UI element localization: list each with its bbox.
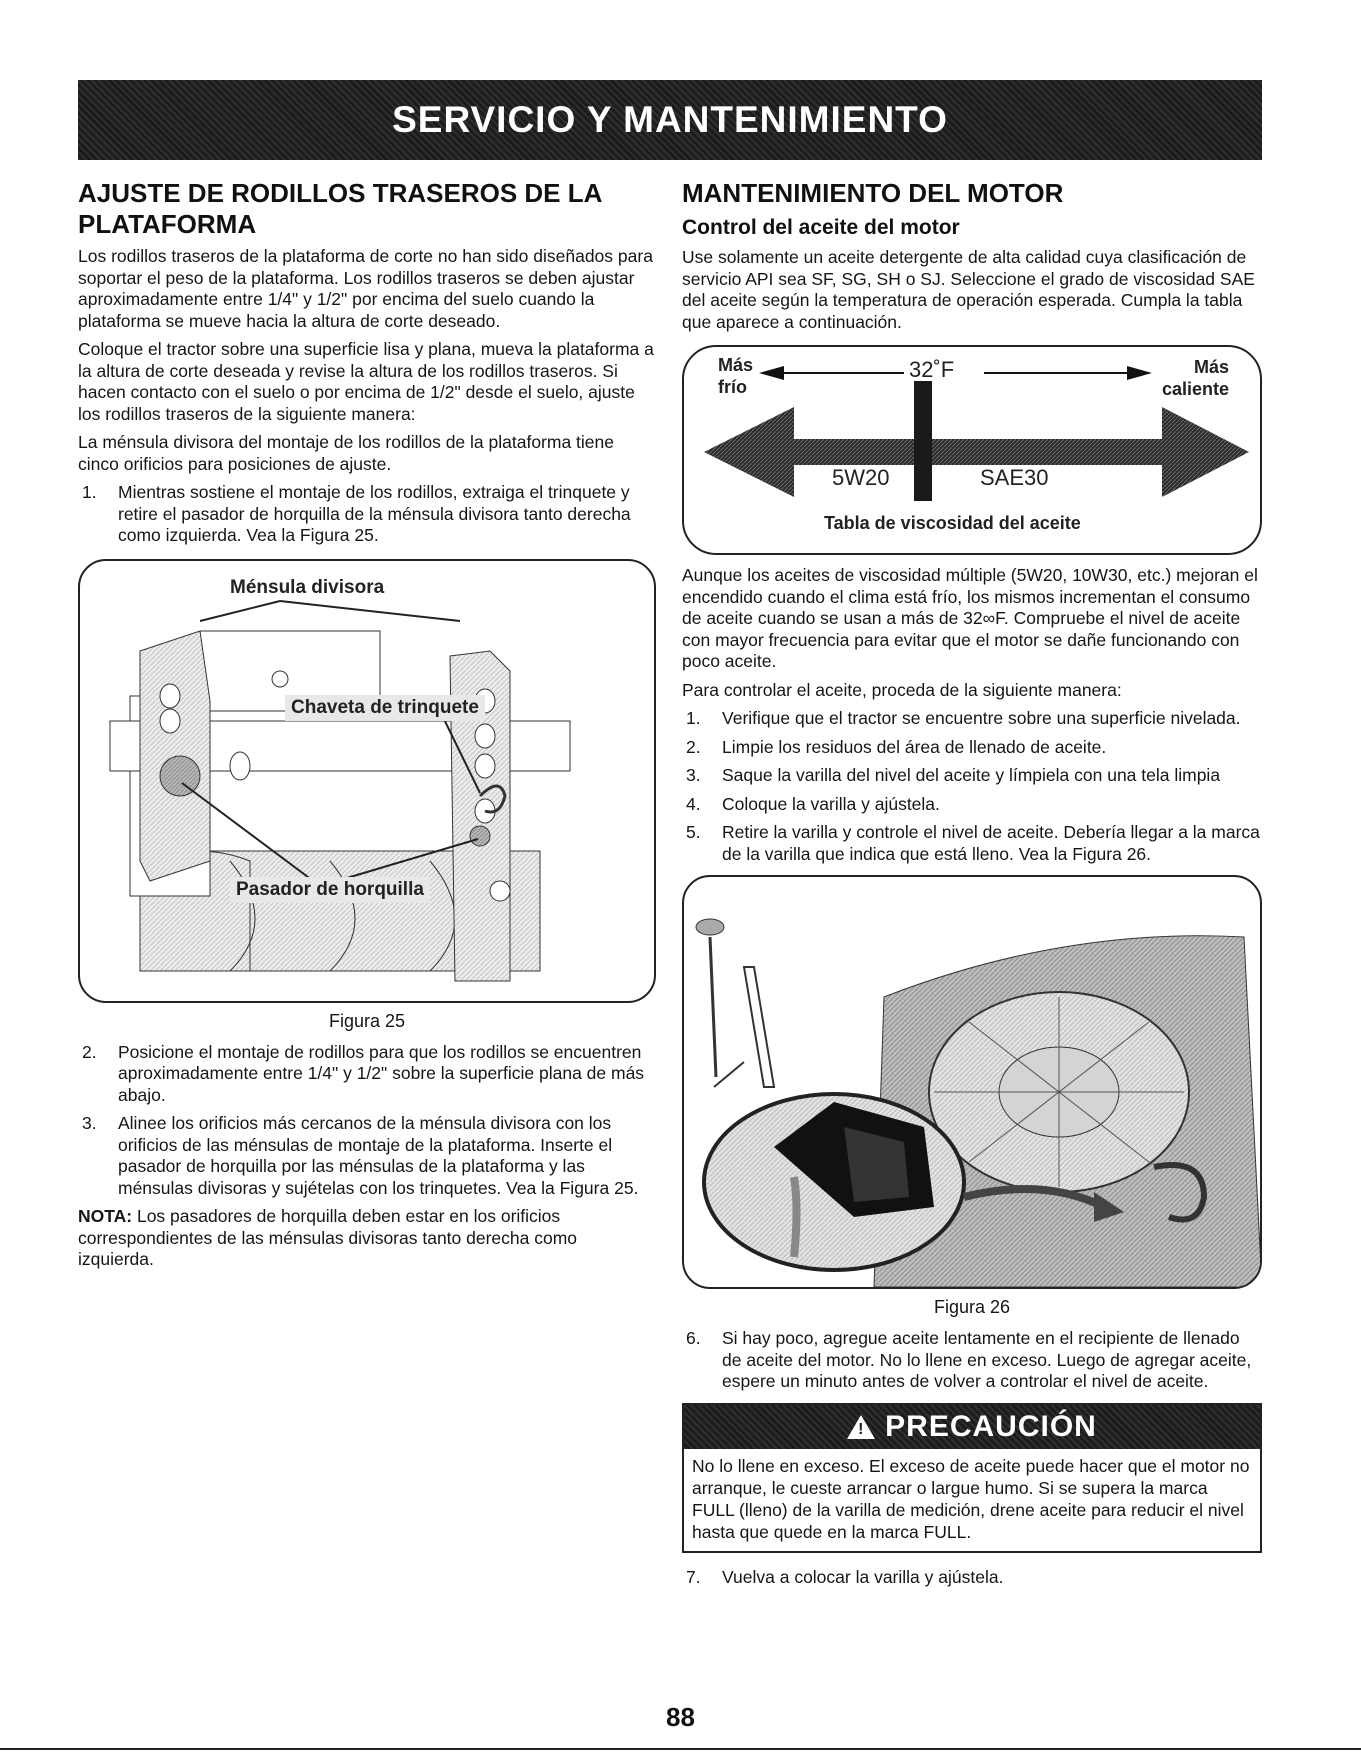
grade-low-label: 5W20 bbox=[832, 465, 890, 490]
figure-25: Ménsula divisora Chaveta de trinquete Pa… bbox=[78, 558, 656, 1003]
figure-26 bbox=[682, 875, 1262, 1289]
caution-header: PRECAUCIÓN bbox=[684, 1404, 1260, 1449]
left-steps-b: 2.Posicione el montaje de rodillos para … bbox=[78, 1042, 656, 1200]
step-item: 1.Verifique que el tractor se encuentre … bbox=[686, 708, 1241, 728]
left-paragraph: Coloque el tractor sobre una superficie … bbox=[78, 339, 654, 424]
step-item: 7.Vuelva a colocar la varilla y ajústela… bbox=[686, 1566, 1004, 1587]
step-item: 3.Saque la varilla del nivel del aceite … bbox=[686, 765, 1221, 785]
step-item: 3.Alinee los orificios más cercanos de l… bbox=[82, 1113, 639, 1198]
banner-title: SERVICIO Y MANTENIMIENTO bbox=[392, 99, 948, 140]
left-heading: AJUSTE DE RODILLOS TRASEROS DE LA PLATAF… bbox=[78, 178, 602, 239]
left-paragraph: Los rodillos traseros de la plataforma d… bbox=[78, 246, 653, 331]
caution-text: No lo llene en exceso. El exceso de acei… bbox=[692, 1455, 1250, 1542]
right-column: MANTENIMIENTO DEL MOTOR Control del acei… bbox=[682, 178, 1262, 1595]
caution-box: PRECAUCIÓN No lo llene en exceso. El exc… bbox=[682, 1402, 1262, 1553]
right-paragraph: Para controlar el aceite, proceda de la … bbox=[682, 679, 1122, 700]
section-banner: SERVICIO Y MANTENIMIENTO bbox=[78, 80, 1262, 160]
label-cotter: Chaveta de trinquete bbox=[285, 694, 485, 721]
note-label: NOTA: bbox=[78, 1206, 133, 1226]
page-number: 88 bbox=[666, 1702, 695, 1732]
right-subheading: Control del aceite del motor bbox=[682, 216, 960, 239]
cold-label-1: Más bbox=[718, 355, 754, 375]
hot-label-1: Más bbox=[1194, 357, 1230, 377]
viscosity-chart: Más frío 32˚F Más caliente 5W20 SAE30 Ta… bbox=[682, 345, 1262, 555]
hot-label-2: caliente bbox=[1162, 379, 1230, 399]
step-item: 6.Si hay poco, agregue aceite lentamente… bbox=[686, 1328, 1252, 1391]
label-bracket: Ménsula divisora bbox=[230, 576, 385, 598]
right-intro: Use solamente un aceite detergente de al… bbox=[682, 247, 1255, 332]
note-text: Los pasadores de horquilla deben estar e… bbox=[78, 1206, 578, 1269]
right-steps-a: 1.Verifique que el tractor se encuentre … bbox=[682, 708, 1262, 865]
figure-25-caption: Figura 25 bbox=[328, 1010, 406, 1031]
right-paragraph: Aunque los aceites de viscosidad múltipl… bbox=[682, 565, 1258, 671]
right-heading: MANTENIMIENTO DEL MOTOR bbox=[682, 178, 1064, 208]
left-steps-a: 1.Mientras sostiene el montaje de los ro… bbox=[78, 482, 656, 547]
right-steps-b: 6.Si hay poco, agregue aceite lentamente… bbox=[682, 1328, 1262, 1393]
roller-bracket-illustration bbox=[109, 599, 571, 981]
right-steps-c: 7.Vuelva a colocar la varilla y ajústela… bbox=[682, 1567, 1262, 1589]
step-item: 5.Retire la varilla y controle el nivel … bbox=[686, 822, 1260, 864]
viscosity-arrows bbox=[704, 366, 1249, 501]
warning-triangle-icon bbox=[847, 1414, 876, 1439]
cold-label-2: frío bbox=[718, 377, 747, 397]
step-item: 2.Limpie los residuos del área de llenad… bbox=[686, 736, 1107, 757]
engine-dipstick-illustration bbox=[695, 918, 1260, 1287]
figure-26-caption: Figura 26 bbox=[933, 1297, 1011, 1317]
step-item: 1.Mientras sostiene el montaje de los ro… bbox=[82, 482, 631, 545]
bottom-rule bbox=[0, 1748, 1361, 1750]
label-pin: Pasador de horquilla bbox=[230, 876, 430, 903]
step-item: 2.Posicione el montaje de rodillos para … bbox=[82, 1041, 645, 1105]
caution-title: PRECAUCIÓN bbox=[885, 1409, 1097, 1443]
viscosity-caption: Tabla de viscosidad del aceite bbox=[824, 513, 1081, 533]
grade-high-label: SAE30 bbox=[980, 465, 1049, 490]
temp-label: 32˚F bbox=[909, 357, 955, 382]
left-column: AJUSTE DE RODILLOS TRASEROS DE LA PLATAF… bbox=[78, 178, 656, 1278]
step-item: 4.Coloque la varilla y ajústela. bbox=[686, 793, 940, 814]
left-paragraph: La ménsula divisora del montaje de los r… bbox=[78, 432, 614, 474]
note: NOTA: Los pasadores de horquilla deben e… bbox=[78, 1206, 656, 1271]
